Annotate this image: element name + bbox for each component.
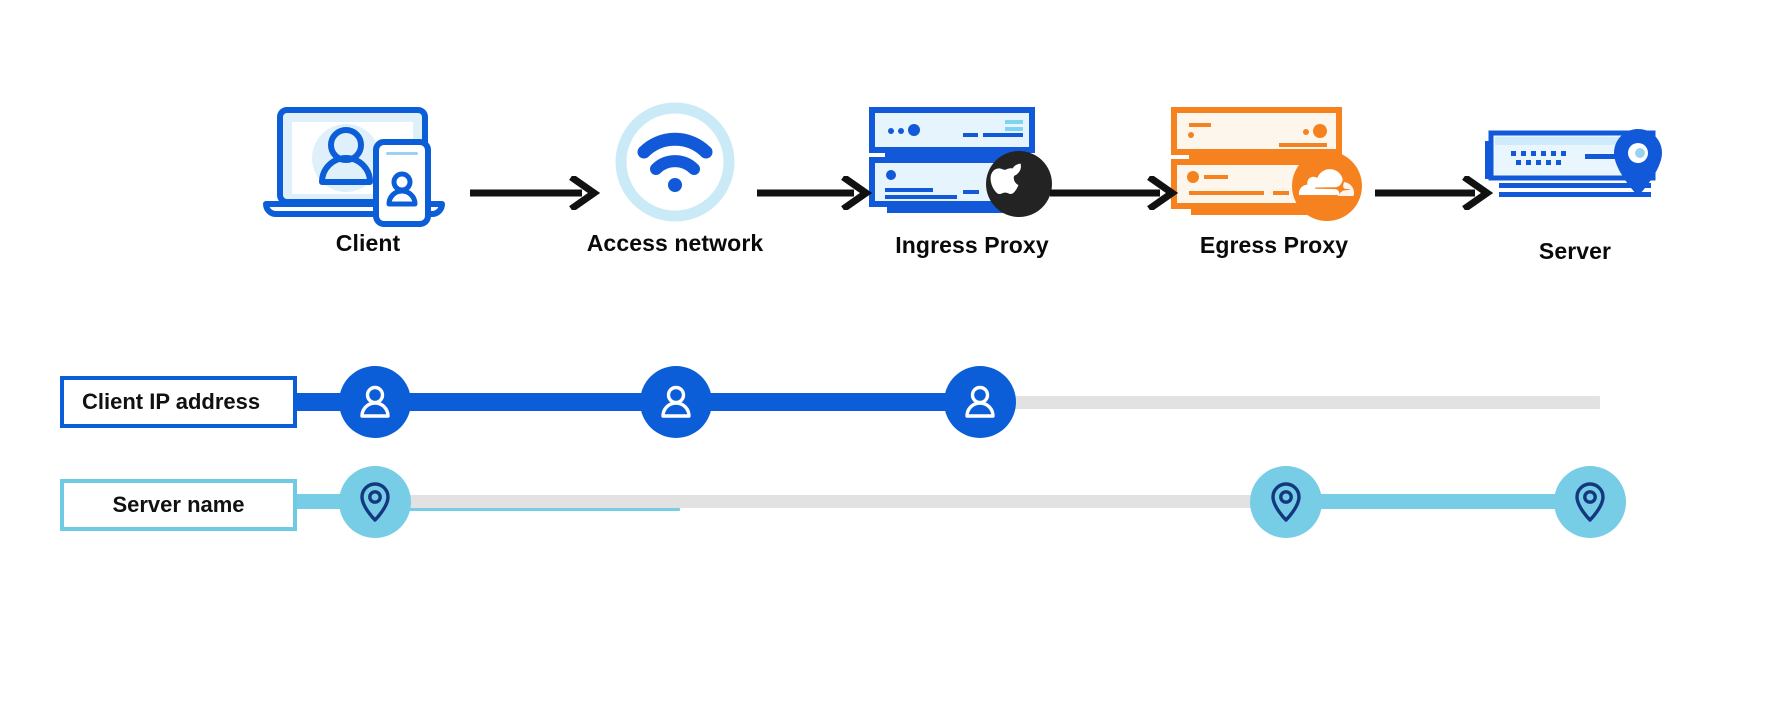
- track-client-ip-address: Client IP address: [0, 360, 1792, 470]
- track-marker-map-pin[interactable]: [339, 466, 411, 538]
- user-icon: [661, 385, 691, 418]
- track-active-segment-right: [1260, 494, 1590, 509]
- laptop-phone-user-icon: [253, 100, 483, 230]
- map-pin-icon: [360, 482, 390, 522]
- track-label-box-server-name: Server name: [60, 479, 297, 531]
- track-inactive-segment: [1000, 396, 1600, 409]
- apple-logo-icon: [986, 151, 1052, 217]
- wifi-circle-icon: [560, 100, 790, 230]
- arrow-egress-proxy-to-server: [1375, 174, 1494, 212]
- cloudflare-logo-icon: [1292, 151, 1362, 221]
- server-pin-icon: [1460, 108, 1690, 238]
- map-pin-icon: [1575, 482, 1605, 522]
- path-node-label: Server: [1538, 238, 1612, 264]
- track-marker-user[interactable]: [339, 366, 411, 438]
- path-node-access-network: Access network: [545, 100, 805, 300]
- server-stack-blue-icon: [857, 102, 1087, 232]
- track-marker-user[interactable]: [944, 366, 1016, 438]
- track-hairline-segment: [355, 508, 680, 511]
- server-stack-orange-icon: [1159, 102, 1389, 232]
- track-label: Server name: [112, 492, 245, 517]
- map-pin-icon: [1271, 482, 1301, 522]
- track-server-name: Server name: [0, 463, 1792, 573]
- arrow-client-to-access-network: [470, 174, 601, 212]
- path-node-ingress-proxy: Ingress Proxy: [842, 102, 1102, 302]
- path-node-label: Ingress Proxy: [895, 232, 1049, 258]
- path-node-label: Client: [335, 230, 401, 256]
- track-marker-user[interactable]: [640, 366, 712, 438]
- arrow-ingress-proxy-to-egress-proxy: [1050, 174, 1179, 212]
- track-label: Client IP address: [82, 389, 261, 414]
- user-icon: [965, 385, 995, 418]
- track-marker-map-pin[interactable]: [1554, 466, 1626, 538]
- path-node-egress-proxy: Egress Proxy: [1144, 102, 1404, 302]
- track-marker-map-pin[interactable]: [1250, 466, 1322, 538]
- path-node-label: Access network: [586, 230, 764, 256]
- path-node-server: Server: [1445, 108, 1705, 308]
- track-inactive-segment: [355, 495, 1260, 508]
- track-label-box-client-ip-address: Client IP address: [60, 376, 297, 428]
- arrow-access-network-to-ingress-proxy: [757, 174, 873, 212]
- path-node-client: Client: [238, 100, 498, 300]
- path-node-label: Egress Proxy: [1199, 232, 1349, 258]
- user-icon: [360, 385, 390, 418]
